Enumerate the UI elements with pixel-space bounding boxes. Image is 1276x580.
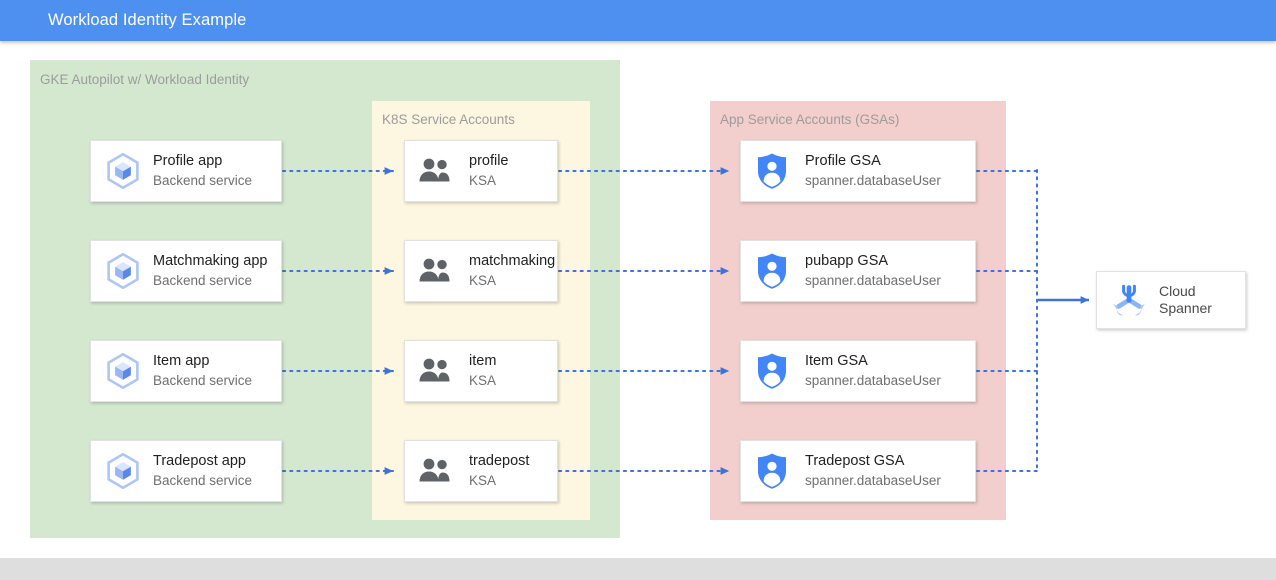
card-title: Item GSA bbox=[805, 353, 868, 369]
card-title: matchmaking bbox=[469, 253, 556, 269]
group-gsa-label: App Service Accounts (GSAs) bbox=[720, 112, 900, 127]
page-title: Workload Identity Example bbox=[48, 11, 247, 29]
people-icon bbox=[417, 152, 455, 190]
card-subtitle: Backend service bbox=[153, 473, 253, 488]
card-title: Tradepost GSA bbox=[805, 453, 905, 469]
shield-person-icon bbox=[753, 252, 791, 290]
gke-workload-icon bbox=[101, 149, 145, 193]
card-title: profile bbox=[469, 153, 509, 169]
card-subtitle: spanner.databaseUser bbox=[805, 173, 941, 188]
shield-person-icon bbox=[753, 352, 791, 390]
card-ksa-tradepost[interactable]: tradepost KSA bbox=[404, 440, 558, 502]
gke-workload-icon bbox=[101, 249, 145, 293]
card-gsa-pubapp[interactable]: pubapp GSA spanner.databaseUser bbox=[740, 240, 976, 302]
gke-workload-icon bbox=[101, 449, 145, 493]
card-cloud-spanner[interactable]: Cloud Spanner bbox=[1096, 271, 1246, 329]
card-title: tradepost bbox=[469, 453, 530, 469]
card-gsa-profile[interactable]: Profile GSA spanner.databaseUser bbox=[740, 140, 976, 202]
cloud-spanner-icon bbox=[1109, 280, 1149, 320]
card-ksa-profile[interactable]: profile KSA bbox=[404, 140, 558, 202]
people-icon bbox=[417, 452, 455, 490]
card-subtitle: KSA bbox=[469, 373, 497, 388]
card-title-line1: Cloud bbox=[1159, 283, 1196, 299]
card-title: Profile GSA bbox=[805, 153, 881, 169]
card-ksa-item[interactable]: item KSA bbox=[404, 340, 558, 402]
people-icon bbox=[417, 252, 455, 290]
gke-workload-icon bbox=[101, 349, 145, 393]
group-ksa-label: K8S Service Accounts bbox=[382, 112, 515, 127]
card-title: Tradepost app bbox=[153, 453, 246, 469]
card-subtitle: KSA bbox=[469, 473, 497, 488]
card-subtitle: spanner.databaseUser bbox=[805, 273, 941, 288]
shield-person-icon bbox=[753, 452, 791, 490]
card-subtitle: spanner.databaseUser bbox=[805, 373, 941, 388]
card-app-tradepost[interactable]: Tradepost app Backend service bbox=[90, 440, 282, 502]
card-subtitle: KSA bbox=[469, 273, 497, 288]
card-ksa-matchmaking[interactable]: matchmaking KSA bbox=[404, 240, 558, 302]
card-app-profile[interactable]: Profile app Backend service bbox=[90, 140, 282, 202]
card-app-item[interactable]: Item app Backend service bbox=[90, 340, 282, 402]
card-gsa-tradepost[interactable]: Tradepost GSA spanner.databaseUser bbox=[740, 440, 976, 502]
card-title: pubapp GSA bbox=[805, 253, 889, 269]
card-subtitle: KSA bbox=[469, 173, 497, 188]
card-app-matchmaking[interactable]: Matchmaking app Backend service bbox=[90, 240, 282, 302]
card-gsa-item[interactable]: Item GSA spanner.databaseUser bbox=[740, 340, 976, 402]
shield-person-icon bbox=[753, 152, 791, 190]
group-gke-label: GKE Autopilot w/ Workload Identity bbox=[40, 72, 250, 87]
card-title: Item app bbox=[153, 353, 210, 369]
window-title-bar: Workload Identity Example bbox=[0, 0, 1276, 41]
card-title: Matchmaking app bbox=[153, 253, 268, 269]
people-icon bbox=[417, 352, 455, 390]
card-title-line2: Spanner bbox=[1159, 300, 1212, 316]
footer-strip bbox=[0, 558, 1276, 580]
card-subtitle: Backend service bbox=[153, 373, 253, 388]
card-title: Profile app bbox=[153, 153, 223, 169]
card-subtitle: Backend service bbox=[153, 173, 253, 188]
card-subtitle: spanner.databaseUser bbox=[805, 473, 941, 488]
card-title: item bbox=[469, 353, 497, 369]
card-subtitle: Backend service bbox=[153, 273, 253, 288]
